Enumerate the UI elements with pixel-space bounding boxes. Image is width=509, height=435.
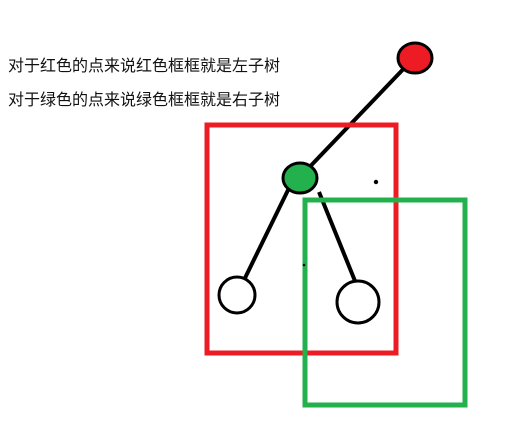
green-subtree-box: [302, 197, 468, 408]
edge-red-to-green: [298, 58, 414, 179]
green-node: [281, 161, 319, 195]
edge-green-to-left-child: [243, 185, 292, 279]
stray-dot: [373, 179, 379, 185]
right-child-node: [335, 279, 381, 325]
green-node-caption: 对于绿色的点来说绿色框框就是右子树: [8, 90, 281, 109]
left-child-node: [217, 275, 257, 315]
edge-green-to-right-child: [317, 191, 357, 282]
red-subtree-box: [204, 122, 399, 356]
red-node-caption: 对于红色的点来说红色框框就是左子树: [8, 56, 281, 75]
red-node: [396, 41, 434, 75]
stray-dot: [302, 263, 306, 267]
